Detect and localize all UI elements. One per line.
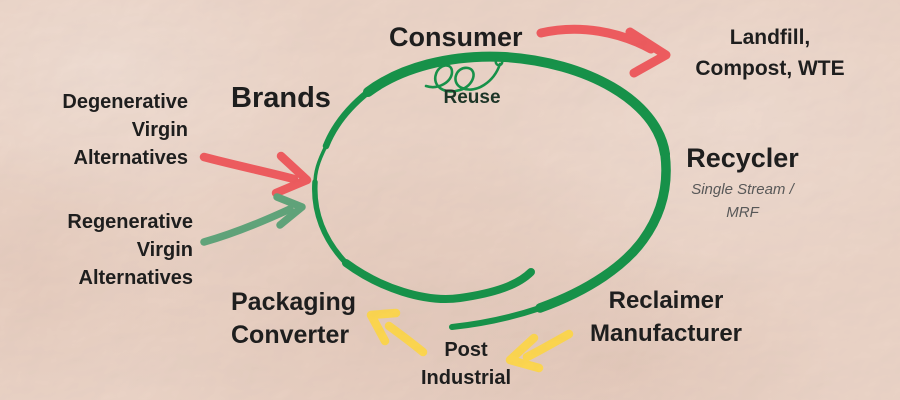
label-regenerative-line2: Virgin (136, 239, 193, 261)
label-regenerative-line1: Regenerative (67, 211, 193, 233)
label-landfill-line1: Landfill, (729, 26, 811, 49)
label-reclaimer-line2: Manufacturer (589, 320, 743, 347)
label-packaging-converter: Packaging Converter (231, 286, 356, 352)
label-regenerative-virgin-alternatives: Regenerative Virgin Alternatives (33, 208, 193, 292)
label-landfill-line2: Compost, WTE (695, 57, 845, 80)
label-recycler-title: Recycler (686, 143, 799, 173)
label-degenerative-line1: Degenerative (62, 91, 188, 113)
cycle-loop-bottom-left-1 (312, 179, 349, 266)
label-post-industrial-line1: Post (444, 339, 488, 361)
label-recycler-subline2: MRF (726, 204, 759, 221)
label-packaging-line2: Converter (231, 321, 350, 349)
label-degenerative-line3: Alternatives (73, 147, 189, 169)
cycle-loop-left-taper-1 (322, 88, 372, 150)
label-post-industrial: Post Industrial (401, 336, 531, 392)
label-regenerative-line3: Alternatives (78, 267, 194, 289)
degenerative-input-arrow (199, 151, 312, 198)
label-recycler-subline1: Single Stream / (691, 181, 794, 198)
label-packaging-line1: Packaging (231, 288, 357, 316)
cycle-loop-left-taper-2 (313, 144, 328, 186)
label-landfill-compost-wte: Landfill, Compost, WTE (680, 22, 860, 84)
label-reclaimer-manufacturer: Reclaimer Manufacturer (571, 284, 761, 350)
cycle-loop-start-taper (449, 305, 543, 330)
label-post-industrial-line2: Industrial (420, 367, 511, 389)
label-reclaimer-line1: Reclaimer (608, 287, 724, 314)
label-brands: Brands (231, 82, 331, 114)
label-recycler-subtitle: Single Stream / MRF (655, 178, 830, 224)
regenerative-input-arrow (200, 193, 306, 246)
label-degenerative-line2: Virgin (131, 119, 188, 141)
cycle-loop-bottom-left-2 (342, 259, 535, 303)
label-consumer: Consumer (389, 22, 523, 52)
label-recycler: Recycler Single Stream / MRF (655, 143, 830, 224)
label-degenerative-virgin-alternatives: Degenerative Virgin Alternatives (28, 88, 188, 172)
label-reuse: Reuse (443, 87, 501, 108)
